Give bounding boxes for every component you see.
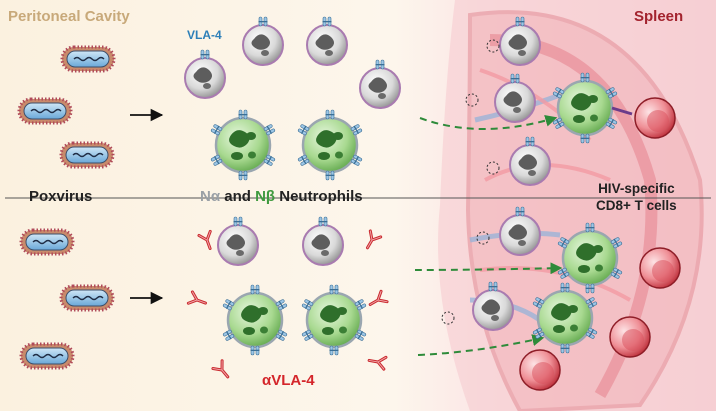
cd8-t-cell (634, 97, 676, 139)
anti-vla4-label: αVLA-4 (262, 372, 315, 389)
vla4-label: VLA-4 (187, 28, 222, 42)
hiv-cd8-label: HIV-specific CD8+ T cells (596, 180, 677, 214)
dashed-cell-outline (465, 93, 479, 107)
n-beta-label: Nβ (255, 188, 276, 205)
cd8-t-cell (609, 316, 651, 358)
poxvirus-top-2 (17, 97, 73, 125)
cd8-t-cell (519, 349, 561, 391)
dashed-cell-outline (486, 161, 500, 175)
neutrophils-label: Nα and Nβ Neutrophils (200, 188, 363, 205)
poxvirus-bottom-2 (59, 284, 115, 312)
poxvirus-top-1 (60, 45, 116, 73)
poxvirus-bottom-3 (19, 342, 75, 370)
poxvirus-top-3 (59, 141, 115, 169)
spleen-cells-top (465, 17, 676, 185)
neutrophils-word: Neutrophils (279, 188, 363, 205)
poxvirus-label: Poxvirus (29, 188, 93, 205)
and-label: and (224, 188, 251, 205)
spleen-cells-bottom (441, 207, 681, 391)
cd8-t-cell (639, 247, 681, 289)
dashed-cell-outline (441, 311, 455, 325)
dashed-cell-outline (476, 231, 490, 245)
spleen-title: Spleen (634, 8, 684, 25)
poxvirus-bottom-1 (19, 228, 75, 256)
peritoneal-cavity-title: Peritoneal Cavity (8, 8, 130, 25)
hiv-label-line2: CD8+ T cells (596, 198, 677, 213)
synapse (611, 106, 633, 116)
hiv-label-line1: HIV-specific (598, 181, 675, 196)
n-alpha-label: Nα (200, 188, 221, 205)
migration-arrows (414, 114, 563, 356)
dashed-cell-outline (486, 39, 500, 53)
